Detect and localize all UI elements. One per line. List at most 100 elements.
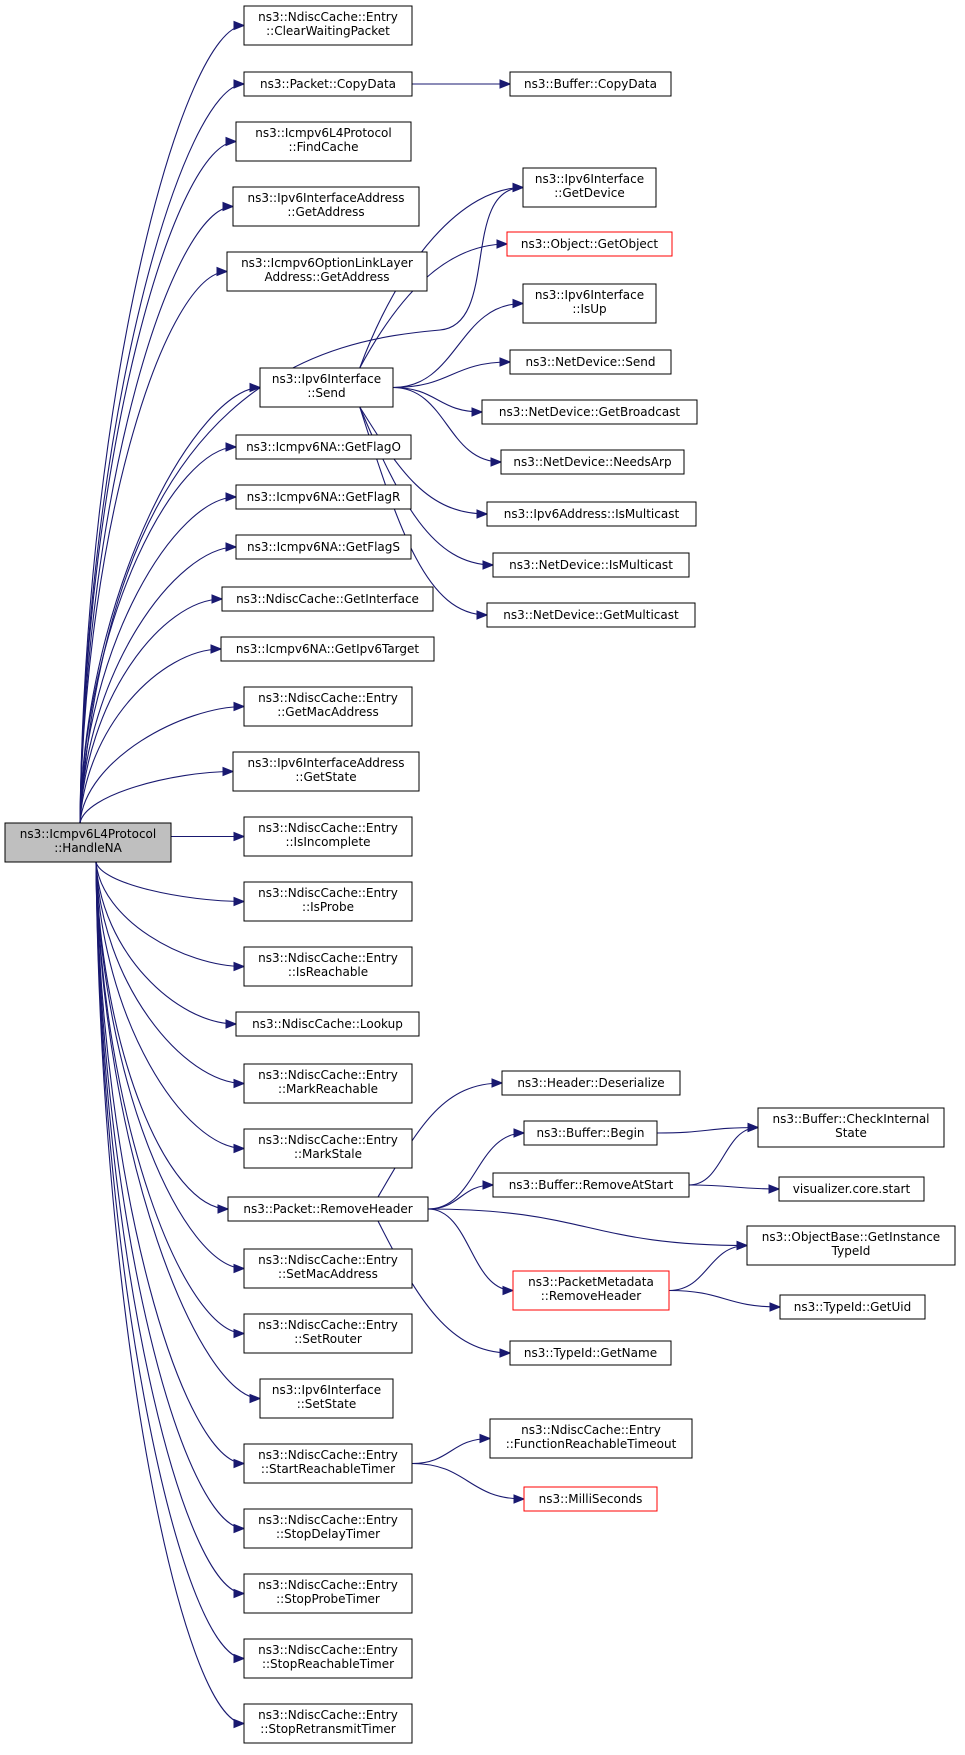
edge-arrowhead xyxy=(233,1523,246,1534)
node-ipv6-interface-get-device[interactable]: ns3::Ipv6Interface::GetDevice xyxy=(522,167,657,208)
node-label: visualizer.core.start xyxy=(793,1182,911,1196)
node-box xyxy=(235,434,412,460)
node-box xyxy=(243,1128,413,1169)
node-handle-na[interactable]: ns3::Icmpv6L4Protocol::HandleNA xyxy=(4,822,172,863)
node-entry-stop-probe-timer[interactable]: ns3::NdiscCache::Entry::StopProbeTimer xyxy=(243,1573,413,1614)
node-label: ::GetDevice xyxy=(554,186,625,200)
node-link-layer-get-address[interactable]: ns3::Icmpv6OptionLinkLayerAddress::GetAd… xyxy=(226,251,428,292)
call-edge xyxy=(79,705,245,824)
node-entry-set-mac-address[interactable]: ns3::NdiscCache::Entry::SetMacAddress xyxy=(243,1248,413,1289)
node-ndisc-get-interface[interactable]: ns3::NdiscCache::GetInterface xyxy=(221,586,434,612)
node-label: ns3::Icmpv6L4Protocol xyxy=(20,827,156,841)
node-entry-stop-delay-timer[interactable]: ns3::NdiscCache::Entry::StopDelayTimer xyxy=(243,1508,413,1549)
node-box xyxy=(235,484,412,510)
node-box xyxy=(523,1486,658,1512)
node-net-device-needs-arp[interactable]: ns3::NetDevice::NeedsArp xyxy=(500,449,685,475)
node-box xyxy=(243,946,413,987)
node-milli-seconds[interactable]: ns3::MilliSeconds xyxy=(523,1486,658,1512)
node-label: ns3::ObjectBase::GetInstance xyxy=(762,1230,940,1244)
node-entry-set-router[interactable]: ns3::NdiscCache::Entry::SetRouter xyxy=(243,1313,413,1354)
node-box xyxy=(489,1418,693,1459)
node-ipv6-interface-address-get-state[interactable]: ns3::Ipv6InterfaceAddress::GetState xyxy=(232,751,420,792)
node-packet-copy-data[interactable]: ns3::Packet::CopyData xyxy=(243,71,413,97)
node-label: ::IsUp xyxy=(572,302,606,316)
call-edge xyxy=(95,861,229,1210)
node-clear-waiting-packet[interactable]: ns3::NdiscCache::Entry::ClearWaitingPack… xyxy=(243,5,413,46)
node-get-flag-s[interactable]: ns3::Icmpv6NA::GetFlagS xyxy=(235,534,412,560)
node-ipv6-interface-is-up[interactable]: ns3::Ipv6Interface::IsUp xyxy=(522,283,657,324)
node-label: ns3::Icmpv6NA::GetFlagR xyxy=(247,490,401,504)
node-box xyxy=(243,1063,413,1104)
node-entry-is-reachable[interactable]: ns3::NdiscCache::Entry::IsReachable xyxy=(243,946,413,987)
call-edge xyxy=(427,1208,514,1292)
node-label: ns3::TypeId::GetName xyxy=(524,1346,657,1360)
node-find-cache[interactable]: ns3::Icmpv6L4Protocol::FindCache xyxy=(235,121,412,162)
node-buffer-copy-data[interactable]: ns3::Buffer::CopyData xyxy=(509,71,672,97)
node-buffer-remove-at-start[interactable]: ns3::Buffer::RemoveAtStart xyxy=(492,1172,690,1198)
node-label: ns3::NetDevice::NeedsArp xyxy=(513,455,671,469)
node-entry-stop-reachable-timer[interactable]: ns3::NdiscCache::Entry::StopReachableTim… xyxy=(243,1638,413,1679)
node-label: ns3::NdiscCache::Entry xyxy=(258,1253,398,1267)
node-type-id-get-uid[interactable]: ns3::TypeId::GetUid xyxy=(779,1294,926,1320)
node-label: ns3::NdiscCache::Lookup xyxy=(252,1017,403,1031)
node-get-ipv6-target[interactable]: ns3::Icmpv6NA::GetIpv6Target xyxy=(220,636,435,662)
node-entry-function-reachable-timeout[interactable]: ns3::NdiscCache::Entry::FunctionReachabl… xyxy=(489,1418,693,1459)
call-edge xyxy=(359,406,488,515)
edge-arrowhead xyxy=(233,1588,246,1599)
node-label: ::GetMacAddress xyxy=(277,705,379,719)
node-box xyxy=(243,1703,413,1744)
node-ipv6-interface-send[interactable]: ns3::Ipv6Interface::Send xyxy=(259,367,394,408)
edge-arrowhead xyxy=(222,766,235,777)
node-label: ns3::NetDevice::GetMulticast xyxy=(503,608,679,622)
edge-arrowhead xyxy=(222,201,235,212)
node-box xyxy=(243,881,413,922)
node-entry-start-reachable-timer[interactable]: ns3::NdiscCache::Entry::StartReachableTi… xyxy=(243,1443,413,1484)
node-header-deserialize[interactable]: ns3::Header::Deserialize xyxy=(501,1070,681,1096)
node-net-device-get-multicast[interactable]: ns3::NetDevice::GetMulticast xyxy=(486,602,696,628)
node-packet-metadata-remove-header[interactable]: ns3::PacketMetadata::RemoveHeader xyxy=(512,1270,670,1311)
node-box xyxy=(243,1248,413,1289)
node-get-flag-r[interactable]: ns3::Icmpv6NA::GetFlagR xyxy=(235,484,412,510)
node-box xyxy=(243,686,413,727)
node-label: ::StopDelayTimer xyxy=(276,1527,380,1541)
node-net-device-send[interactable]: ns3::NetDevice::Send xyxy=(509,349,672,375)
call-edge xyxy=(95,861,245,1270)
edge-arrowhead xyxy=(499,357,512,367)
edge-arrowhead xyxy=(233,831,246,842)
node-ipv6-interface-set-state[interactable]: ns3::Ipv6Interface::SetState xyxy=(259,1378,394,1419)
call-edge xyxy=(79,546,237,824)
node-visualizer-core-start[interactable]: visualizer.core.start xyxy=(778,1176,925,1202)
node-entry-stop-retransmit-timer[interactable]: ns3::NdiscCache::Entry::StopRetransmitTi… xyxy=(243,1703,413,1744)
node-entry-mark-stale[interactable]: ns3::NdiscCache::Entry::MarkStale xyxy=(243,1128,413,1169)
edge-arrowhead xyxy=(512,298,525,309)
node-entry-get-mac-address[interactable]: ns3::NdiscCache::Entry::GetMacAddress xyxy=(243,686,413,727)
node-entry-mark-reachable[interactable]: ns3::NdiscCache::Entry::MarkReachable xyxy=(243,1063,413,1104)
node-get-flag-o[interactable]: ns3::Icmpv6NA::GetFlagO xyxy=(235,434,412,460)
node-label: ns3::NdiscCache::Entry xyxy=(258,1708,398,1722)
node-net-device-get-broadcast[interactable]: ns3::NetDevice::GetBroadcast xyxy=(481,399,698,425)
node-label: ns3::NdiscCache::Entry xyxy=(258,1513,398,1527)
node-label: ns3::PacketMetadata xyxy=(528,1275,654,1289)
node-entry-is-probe[interactable]: ns3::NdiscCache::Entry::IsProbe xyxy=(243,881,413,922)
node-ndisc-lookup[interactable]: ns3::NdiscCache::Lookup xyxy=(235,1011,420,1037)
node-buffer-begin[interactable]: ns3::Buffer::Begin xyxy=(523,1120,658,1146)
node-type-id-get-name[interactable]: ns3::TypeId::GetName xyxy=(509,1340,672,1366)
node-ipv6-address-is-multicast[interactable]: ns3::Ipv6Address::IsMulticast xyxy=(486,501,697,527)
node-label: ::SetMacAddress xyxy=(278,1267,378,1281)
edge-arrowhead xyxy=(476,509,489,519)
call-nodes: ns3::Icmpv6L4Protocol::HandleNAns3::Ndis… xyxy=(4,5,956,1744)
node-label: ns3::Icmpv6NA::GetFlagS xyxy=(247,540,400,554)
node-net-device-is-multicast[interactable]: ns3::NetDevice::IsMulticast xyxy=(492,552,690,578)
node-box xyxy=(259,367,394,408)
node-object-get-object[interactable]: ns3::Object::GetObject xyxy=(506,231,673,257)
node-ipv6-interface-address-get-address[interactable]: ns3::Ipv6InterfaceAddress::GetAddress xyxy=(232,186,420,227)
node-entry-is-incomplete[interactable]: ns3::NdiscCache::Entry::IsIncomplete xyxy=(243,816,413,857)
node-packet-remove-header[interactable]: ns3::Packet::RemoveHeader xyxy=(227,1196,429,1222)
edge-arrowhead xyxy=(233,1143,246,1154)
call-edge xyxy=(79,186,524,824)
node-box xyxy=(486,501,697,527)
edge-arrowhead xyxy=(225,442,238,452)
edge-arrowhead xyxy=(491,1078,504,1088)
